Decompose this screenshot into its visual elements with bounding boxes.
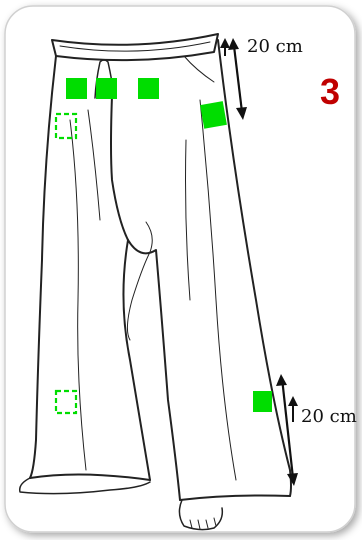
panel-number: 3 [310, 72, 350, 112]
top-measurement-label: 20 cm [247, 37, 303, 57]
ankle-right-marker [253, 391, 272, 412]
hip-right-marker [200, 101, 227, 129]
waist-front-center-marker [96, 78, 117, 99]
waist-front-right-marker [138, 78, 159, 99]
bottom-measurement-label: 20 cm [301, 407, 357, 427]
waist-front-left-marker [66, 78, 87, 99]
panel-border [5, 6, 355, 532]
